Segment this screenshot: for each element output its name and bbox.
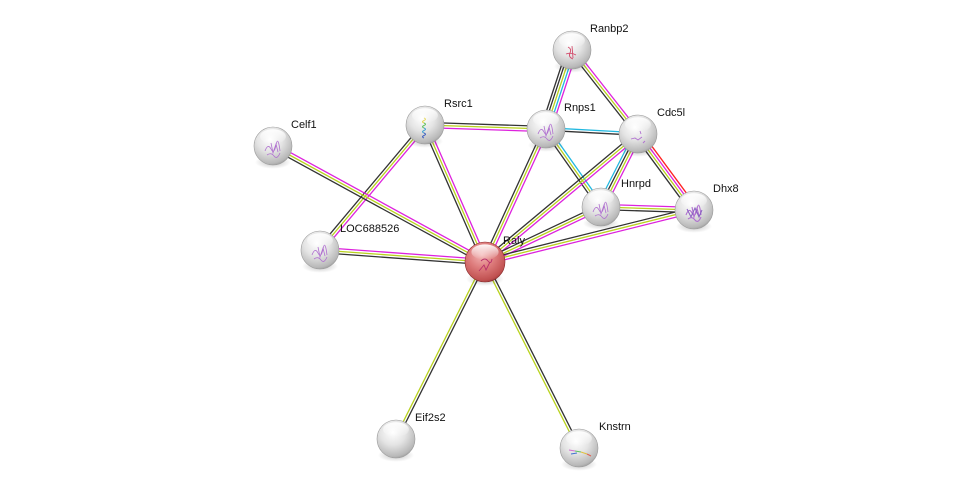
node-label: Raly [503, 235, 526, 247]
node-rsrc1[interactable]: Rsrc1 [405, 98, 473, 148]
edge-evidence-textmining [319, 124, 426, 251]
edge-evidence-coexpression [319, 251, 485, 266]
node-label: Hnrpd [621, 178, 651, 190]
edge-rnps1-raly[interactable] [482, 127, 549, 264]
node-label: Eif2s2 [415, 412, 446, 424]
edge-evidence-experiments [321, 126, 428, 253]
protein-structure-icon [568, 449, 576, 452]
node-label: Dhx8 [713, 183, 739, 195]
node-cdc5l[interactable]: Cdc5l [618, 107, 685, 157]
node-highlight [533, 112, 559, 127]
node-loc688526[interactable]: LOC688526 [300, 223, 399, 273]
edge-evidence-textmining [394, 261, 485, 439]
node-highlight [625, 117, 651, 132]
node-raly[interactable]: Raly [464, 235, 526, 286]
node-highlight [588, 190, 614, 205]
node-label: Rsrc1 [444, 98, 473, 110]
node-highlight [559, 33, 585, 48]
edge-evidence-coexpression [483, 204, 601, 261]
node-label: Cdc5l [657, 107, 685, 119]
node-eif2s2[interactable]: Eif2s2 [376, 412, 446, 462]
edge-evidence-coexpression [425, 121, 547, 128]
edge-evidence-experiments [485, 211, 695, 266]
edge-evidence-experiments [426, 123, 488, 262]
edge-evidence-experiments [486, 129, 549, 264]
node-label: Rnps1 [564, 102, 596, 114]
edge-evidence-coexpression [317, 122, 424, 249]
edge-evidence-coexpression [482, 131, 637, 261]
protein-structure-icon [686, 206, 703, 219]
node-rnps1[interactable]: Rnps1 [526, 102, 596, 152]
edge-evidence-textmining [484, 209, 695, 263]
protein-structure-icon [570, 452, 578, 455]
protein-structure-icon [422, 127, 426, 134]
edge-cdc5l-raly[interactable] [482, 131, 641, 265]
edge-rsrc1-raly[interactable] [422, 123, 488, 264]
node-ranbp2[interactable]: Ranbp2 [552, 23, 629, 73]
edge-evidence-experiments [320, 246, 486, 261]
edge-evidence-textmining [484, 128, 547, 263]
protein-structure-icon [580, 451, 588, 455]
edge-hnrpd-raly[interactable] [483, 204, 603, 265]
protein-structure-icon [586, 453, 592, 457]
protein-structure-icon [565, 45, 577, 60]
edge-evidence-coexpression [484, 206, 694, 261]
edge-dhx8-raly[interactable] [484, 206, 695, 266]
edge-evidence-coexpression [422, 125, 484, 264]
node-highlight [383, 422, 409, 437]
node-celf1[interactable]: Celf1 [253, 119, 317, 169]
edge-evidence-textmining [484, 133, 639, 263]
node-hnrpd[interactable]: Hnrpd [581, 178, 651, 230]
edge-evidence-experiments [273, 143, 487, 261]
node-dhx8[interactable]: Dhx8 [674, 183, 739, 233]
edge-evidence-textmining [484, 206, 602, 263]
node-label: LOC688526 [340, 223, 399, 235]
edge-loc688526-raly[interactable] [319, 246, 486, 266]
node-highlight [681, 193, 707, 208]
node-label: Knstrn [599, 421, 631, 433]
edge-evidence-textmining [424, 124, 547, 130]
edge-eif2s2-raly[interactable] [394, 261, 487, 440]
edge-evidence-coexpression [482, 127, 545, 262]
node-highlight [260, 129, 286, 144]
edge-rnps1-rsrc1[interactable] [424, 121, 547, 133]
edge-knstrn-raly[interactable] [483, 261, 581, 449]
edge-evidence-experiments [486, 135, 641, 265]
node-highlight [471, 244, 499, 260]
protein-structure-icon [574, 450, 582, 453]
edge-evidence-experiments [424, 126, 546, 133]
protein-structure-icon [422, 122, 426, 129]
edge-evidence-coexpression [396, 262, 487, 440]
edge-evidence-experiments [485, 208, 603, 265]
node-label: Ranbp2 [590, 23, 629, 35]
edge-rsrc1-loc688526[interactable] [317, 122, 428, 253]
node-label: Celf1 [291, 119, 317, 131]
node-highlight [307, 233, 333, 248]
edge-evidence-textmining [272, 145, 486, 263]
edge-evidence-textmining [319, 249, 486, 263]
edge-evidence-textmining [483, 262, 579, 449]
node-knstrn[interactable]: Knstrn [559, 421, 631, 471]
protein-structure-icon [422, 132, 426, 139]
edge-evidence-coexpression [485, 261, 581, 448]
edge-evidence-textmining [424, 124, 486, 263]
edge-evidence-coexpression [271, 147, 485, 265]
node-highlight [566, 431, 592, 446]
node-highlight [412, 108, 438, 123]
edge-celf1-raly[interactable] [271, 143, 487, 265]
